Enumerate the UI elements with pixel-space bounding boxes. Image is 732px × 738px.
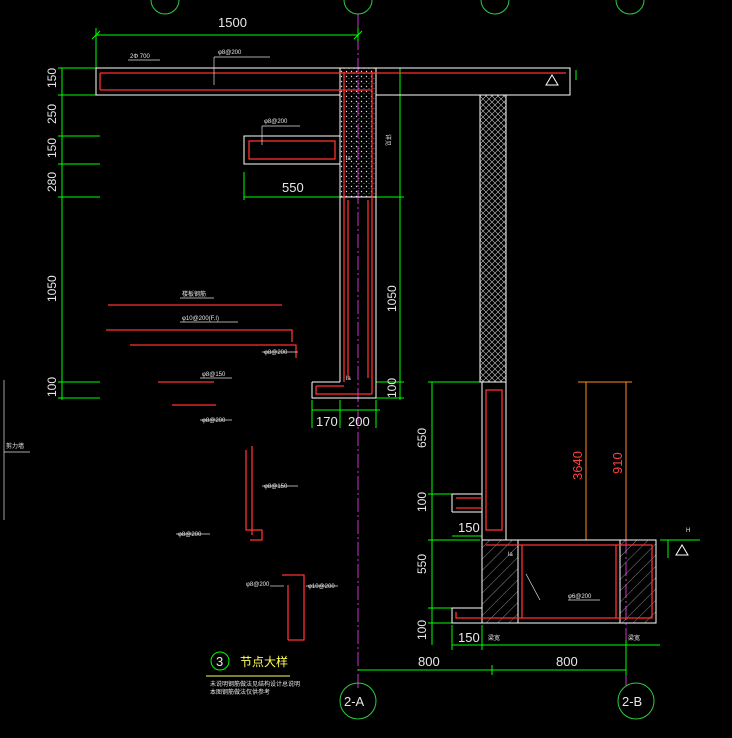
axis-label-right: 2-B bbox=[622, 694, 642, 709]
label-beam-left: 梁宽 bbox=[488, 634, 500, 642]
dim-span-800-left: 800 bbox=[418, 654, 440, 669]
dim-left-250: 250 bbox=[45, 104, 59, 124]
column-hatch bbox=[339, 67, 377, 198]
label-top-bar: φ8@200 bbox=[218, 50, 242, 56]
label-wall-side: 详见 bbox=[384, 134, 392, 146]
label-left-wall: 剪力墙 bbox=[6, 442, 24, 450]
label-la-2: la bbox=[346, 156, 351, 162]
label-legend-2: φ10@200(F.I) bbox=[182, 316, 219, 322]
label-legend-3: φ8@200 bbox=[264, 350, 288, 356]
dim-inner-1050: 1050 bbox=[385, 285, 399, 312]
dim-height-910: 910 bbox=[610, 452, 625, 474]
dim-left-150-top: 150 bbox=[45, 68, 59, 88]
dimension-lines bbox=[58, 28, 700, 675]
label-col-4: φ10@200 bbox=[308, 584, 335, 590]
detail-note-2: 本图钢筋做法仅供参考 bbox=[210, 688, 270, 696]
dim-left-280: 280 bbox=[45, 172, 59, 192]
dim-bottom-200: 200 bbox=[348, 414, 370, 429]
detail-title: 节点大样 bbox=[240, 654, 288, 669]
dim-right-650: 650 bbox=[415, 428, 429, 448]
label-ledge: φ8@200 bbox=[264, 119, 288, 125]
label-col-3: φ8@200 bbox=[246, 582, 270, 588]
dim-right-550: 550 bbox=[415, 554, 429, 574]
dim-top-1500: 1500 bbox=[218, 15, 247, 30]
axis-bubbles bbox=[339, 682, 655, 720]
label-la-1: la bbox=[346, 376, 351, 382]
dim-left-150-mid: 150 bbox=[45, 138, 59, 158]
beam-right-hatch bbox=[619, 539, 657, 624]
dim-left-100: 100 bbox=[45, 377, 59, 397]
label-level: H bbox=[686, 528, 690, 534]
label-legend-1: 楼板钢筋 bbox=[182, 290, 206, 298]
wall-hatch bbox=[479, 94, 507, 383]
dim-step-150: 150 bbox=[458, 520, 480, 535]
detail-number: 3 bbox=[216, 654, 223, 669]
beam-left-hatch bbox=[481, 539, 519, 624]
rebar-lines bbox=[99, 72, 653, 641]
label-col-1: φ8@150 bbox=[264, 484, 288, 490]
label-col-2: φ8@200 bbox=[178, 532, 202, 538]
top-axis-bubbles bbox=[150, 0, 645, 15]
dim-span-800-right: 800 bbox=[556, 654, 578, 669]
label-beam: φ6@200 bbox=[568, 594, 592, 600]
dim-base-150: 150 bbox=[458, 630, 480, 645]
label-legend-5: φ8@200 bbox=[202, 418, 226, 424]
label-beam-right: 梁宽 bbox=[628, 634, 640, 642]
axis-label-left: 2-A bbox=[344, 694, 365, 709]
dim-right-100: 100 bbox=[415, 492, 429, 512]
dim-inner-100: 100 bbox=[385, 378, 399, 398]
dim-right-100-bottom: 100 bbox=[415, 620, 429, 640]
detail-bubble bbox=[210, 651, 230, 671]
detail-note-1: 未说明钢筋做法见结构设计总说明 bbox=[210, 680, 300, 688]
level-marker bbox=[545, 74, 689, 556]
label-la-3: la bbox=[508, 552, 513, 558]
dim-ledge-550: 550 bbox=[282, 180, 304, 195]
dim-height-3640: 3640 bbox=[570, 451, 585, 480]
dim-left-1050: 1050 bbox=[45, 275, 59, 302]
leader-lines bbox=[3, 56, 600, 601]
label-legend-4: φ8@150 bbox=[202, 372, 226, 378]
label-top-small: 2Φ 700 bbox=[130, 54, 150, 60]
dim-bottom-170: 170 bbox=[316, 414, 338, 429]
